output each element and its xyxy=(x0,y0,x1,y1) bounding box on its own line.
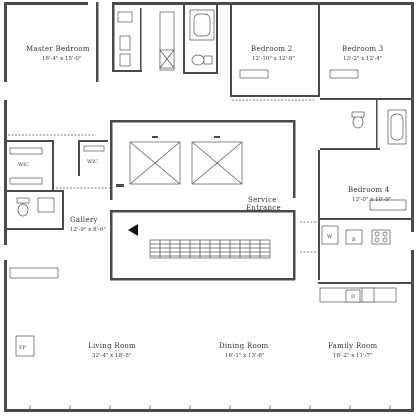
room-name-living-room: Living Room xyxy=(88,342,136,350)
label-service: Service xyxy=(248,196,277,204)
exterior-walls xyxy=(4,2,414,412)
room-dims-bedroom4: 13'-0" x 10'-9" xyxy=(352,197,391,203)
label-fireplace: FP xyxy=(19,345,26,351)
closet-shelves xyxy=(9,69,407,279)
room-name-bedroom3: Bedroom 3 xyxy=(342,45,384,53)
label-entrance: Entrance xyxy=(246,204,281,212)
label-washer: W xyxy=(327,234,333,240)
entry-arrow-icon xyxy=(128,224,138,236)
room-dims-bedroom2: 12'-10" x 12'-8" xyxy=(252,56,295,62)
bath-2-fixtures xyxy=(189,9,215,66)
kitchen-fixtures xyxy=(319,225,397,303)
room-dims-dining-room: 16'-1" x 13'-6" xyxy=(225,353,264,359)
room-name-family-room: Family Room xyxy=(328,342,378,350)
elevator-door-mark xyxy=(116,184,124,187)
master-bath-fixtures xyxy=(117,11,175,71)
south-windows xyxy=(29,405,391,412)
room-dims-master-bedroom: 18'-4" x 15'-0" xyxy=(42,56,81,62)
label-dryer: D xyxy=(351,294,355,300)
gallery-bath-fixtures xyxy=(16,197,55,217)
label-b: B xyxy=(352,237,356,243)
label-wic-right: WIC xyxy=(87,159,98,165)
room-dims-family-room: 16'-2" x 11'-7" xyxy=(333,353,372,359)
room-name-dining-room: Dining Room xyxy=(219,342,269,350)
elevator-right xyxy=(191,136,243,185)
room-name-bedroom2: Bedroom 2 xyxy=(251,45,293,53)
elevator-left xyxy=(129,136,181,185)
room-name-gallery: Gallery xyxy=(70,216,98,224)
bath-3-fixtures xyxy=(351,109,407,145)
room-name-master-bedroom: Master Bedroom xyxy=(26,45,90,53)
room-dims-bedroom3: 13'-2" x 12'-4" xyxy=(343,56,382,62)
fireplace-box xyxy=(15,335,35,357)
dashed-lines xyxy=(8,99,318,253)
label-wic-left: WIC xyxy=(18,162,29,168)
stairs xyxy=(149,239,271,259)
room-dims-gallery: 12'-9" x 8'-6" xyxy=(70,227,106,233)
room-name-bedroom4: Bedroom 4 xyxy=(348,186,390,194)
interior-walls xyxy=(4,2,411,284)
room-dims-living-room: 32'-4" x 18'-5" xyxy=(92,353,131,359)
